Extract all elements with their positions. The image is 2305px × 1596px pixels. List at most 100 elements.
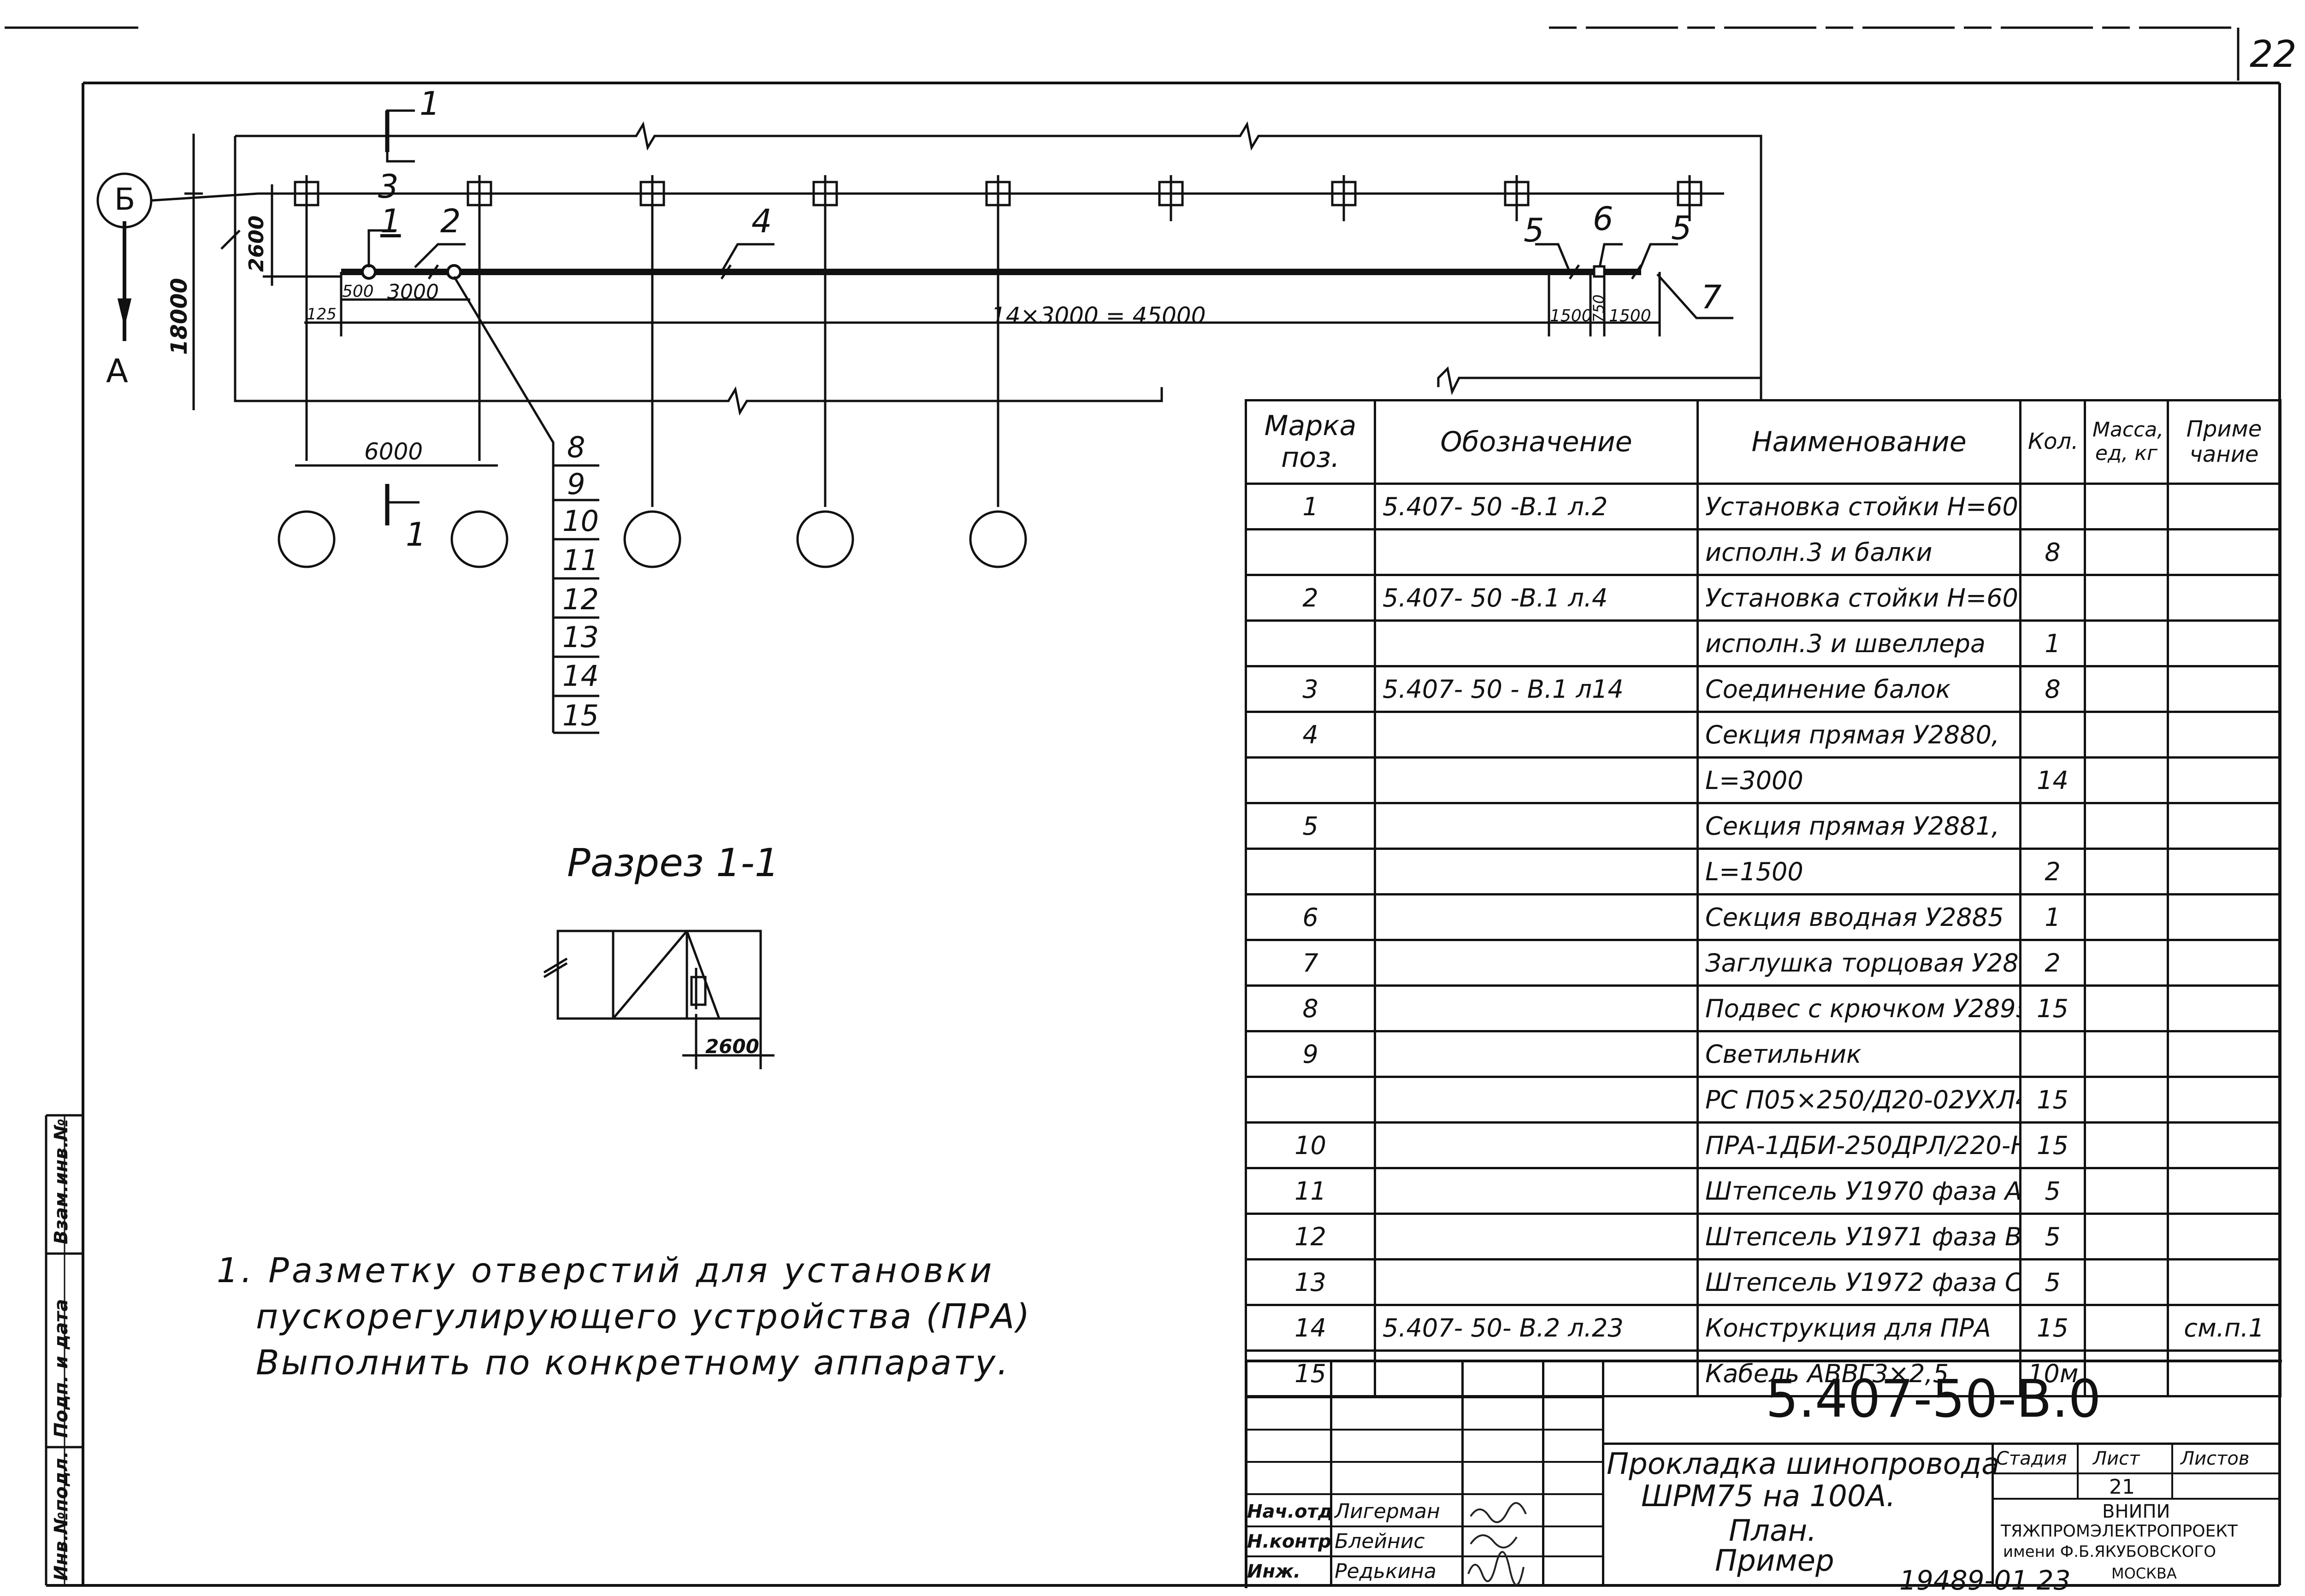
cell-name: исполн.3 и швеллера <box>1696 619 2021 667</box>
cell-pos: 2 <box>1245 574 1376 622</box>
section-dim-2600: 2600 <box>705 1035 759 1058</box>
cell-note <box>2167 1030 2281 1078</box>
cell-pos <box>1245 848 1376 895</box>
cell-designation <box>1374 1167 1699 1215</box>
cell-qty: 15 <box>2019 984 2086 1032</box>
sheets-label: Листов <box>2181 1448 2250 1469</box>
cell-mass <box>2084 1167 2169 1215</box>
org-line-4: МОСКВА <box>2111 1565 2177 1582</box>
callout-5b: 5 <box>1671 209 1692 247</box>
cell-name: Кабель АВВГ3×2,5 <box>1696 1349 2021 1397</box>
luminaire <box>969 510 1027 568</box>
callout-7: 7 <box>1701 278 1722 316</box>
cell-note <box>2167 984 2281 1032</box>
cell-note <box>2167 619 2281 667</box>
header-note: Приме чание <box>2167 399 2281 485</box>
cell-note <box>2167 1121 2281 1169</box>
luminaire <box>450 510 508 568</box>
cell-qty: 1 <box>2019 619 2086 667</box>
cell-pos: 10 <box>1245 1121 1376 1169</box>
leader-13: 13 <box>562 620 599 654</box>
signer-role-3: Инж. <box>1247 1561 1301 1582</box>
callout-6: 6 <box>1593 200 1614 238</box>
table-header-row: Марка поз. Обозначение Наименование Кол.… <box>1245 399 2281 485</box>
cell-mass <box>2084 574 2169 622</box>
cell-note <box>2167 1213 2281 1260</box>
cell-mass <box>2084 802 2169 850</box>
stage-label: Стадия <box>1996 1448 2067 1469</box>
cell-designation <box>1374 528 1699 576</box>
cell-qty: 15 <box>2019 1121 2086 1169</box>
dim-1500-right: 1500 <box>1609 306 1651 325</box>
header-designation: Обозначение <box>1374 399 1699 485</box>
sheet-value: 21 <box>2109 1475 2135 1499</box>
header-pos: Марка поз. <box>1245 399 1376 485</box>
cell-designation <box>1374 619 1699 667</box>
view-label-a: А <box>106 352 128 390</box>
org-line-2: ТЯЖПРОМЭЛЕКТРОПРОЕКТ <box>2001 1522 2238 1541</box>
cell-name: Штепсель У1970 фаза А <box>1696 1167 2021 1215</box>
cell-note <box>2167 1167 2281 1215</box>
cell-designation <box>1374 1213 1699 1260</box>
page-number: 22 <box>2250 33 2297 76</box>
signer-name-3: Редькина <box>1335 1560 1436 1583</box>
cell-note <box>2167 802 2281 850</box>
cell-name: Штепсель У1972 фаза С <box>1696 1258 2021 1306</box>
cell-name: L=3000 <box>1696 756 2021 804</box>
cell-designation <box>1374 1121 1699 1169</box>
cell-name: Установка стойки Н=600мм <box>1696 483 2021 530</box>
cell-mass <box>2084 1213 2169 1260</box>
cell-pos: 9 <box>1245 1030 1376 1078</box>
cell-mass <box>2084 756 2169 804</box>
callout-3: 3 <box>378 168 399 206</box>
leader-12: 12 <box>562 583 599 616</box>
cell-qty <box>2019 1030 2086 1078</box>
callout-2: 2 <box>440 202 461 240</box>
cell-mass <box>2084 528 2169 576</box>
cell-pos: 12 <box>1245 1213 1376 1260</box>
document-code: 5.407-50-В.0 <box>1766 1369 2101 1429</box>
cell-qty: 10м <box>2019 1349 2086 1397</box>
cell-mass <box>2084 1304 2169 1352</box>
cell-designation: 5.407- 50 -В.1 л.4 <box>1374 574 1699 622</box>
cell-qty <box>2019 802 2086 850</box>
cell-mass <box>2084 1030 2169 1078</box>
cell-designation <box>1374 893 1699 941</box>
cell-qty: 14 <box>2019 756 2086 804</box>
callout-5a: 5 <box>1524 212 1544 249</box>
signer-name-2: Блейнис <box>1335 1530 1425 1553</box>
cell-qty: 1 <box>2019 893 2086 941</box>
section-title: Разрез 1-1 <box>567 840 780 885</box>
cell-designation <box>1374 848 1699 895</box>
cell-qty <box>2019 574 2086 622</box>
title-block <box>1245 1360 2282 1588</box>
cell-note <box>2167 483 2281 530</box>
cell-note <box>2167 756 2281 804</box>
signer-role-1: Нач.отд <box>1247 1501 1333 1522</box>
cell-pos: 14 <box>1245 1304 1376 1352</box>
cell-designation: 5.407- 50 - В.1 л14 <box>1374 665 1699 713</box>
cell-mass <box>2084 1076 2169 1124</box>
note-line-2: пускорегулирующего устройства (ПРА) <box>256 1297 1032 1337</box>
title-line-3: План. <box>1729 1514 1817 1548</box>
cell-name: РС П05×250/Д20-02УХЛ4 <box>1696 1076 2021 1124</box>
title-line-1: Прокладка шинопровода <box>1607 1447 2000 1481</box>
cell-mass <box>2084 1258 2169 1306</box>
cell-qty: 15 <box>2019 1076 2086 1124</box>
cell-pos <box>1245 528 1376 576</box>
specification-table: Марка поз. Обозначение Наименование Кол.… <box>1245 399 2281 1397</box>
cell-pos: 3 <box>1245 665 1376 713</box>
cell-designation <box>1374 756 1699 804</box>
callout-4: 4 <box>751 202 772 240</box>
